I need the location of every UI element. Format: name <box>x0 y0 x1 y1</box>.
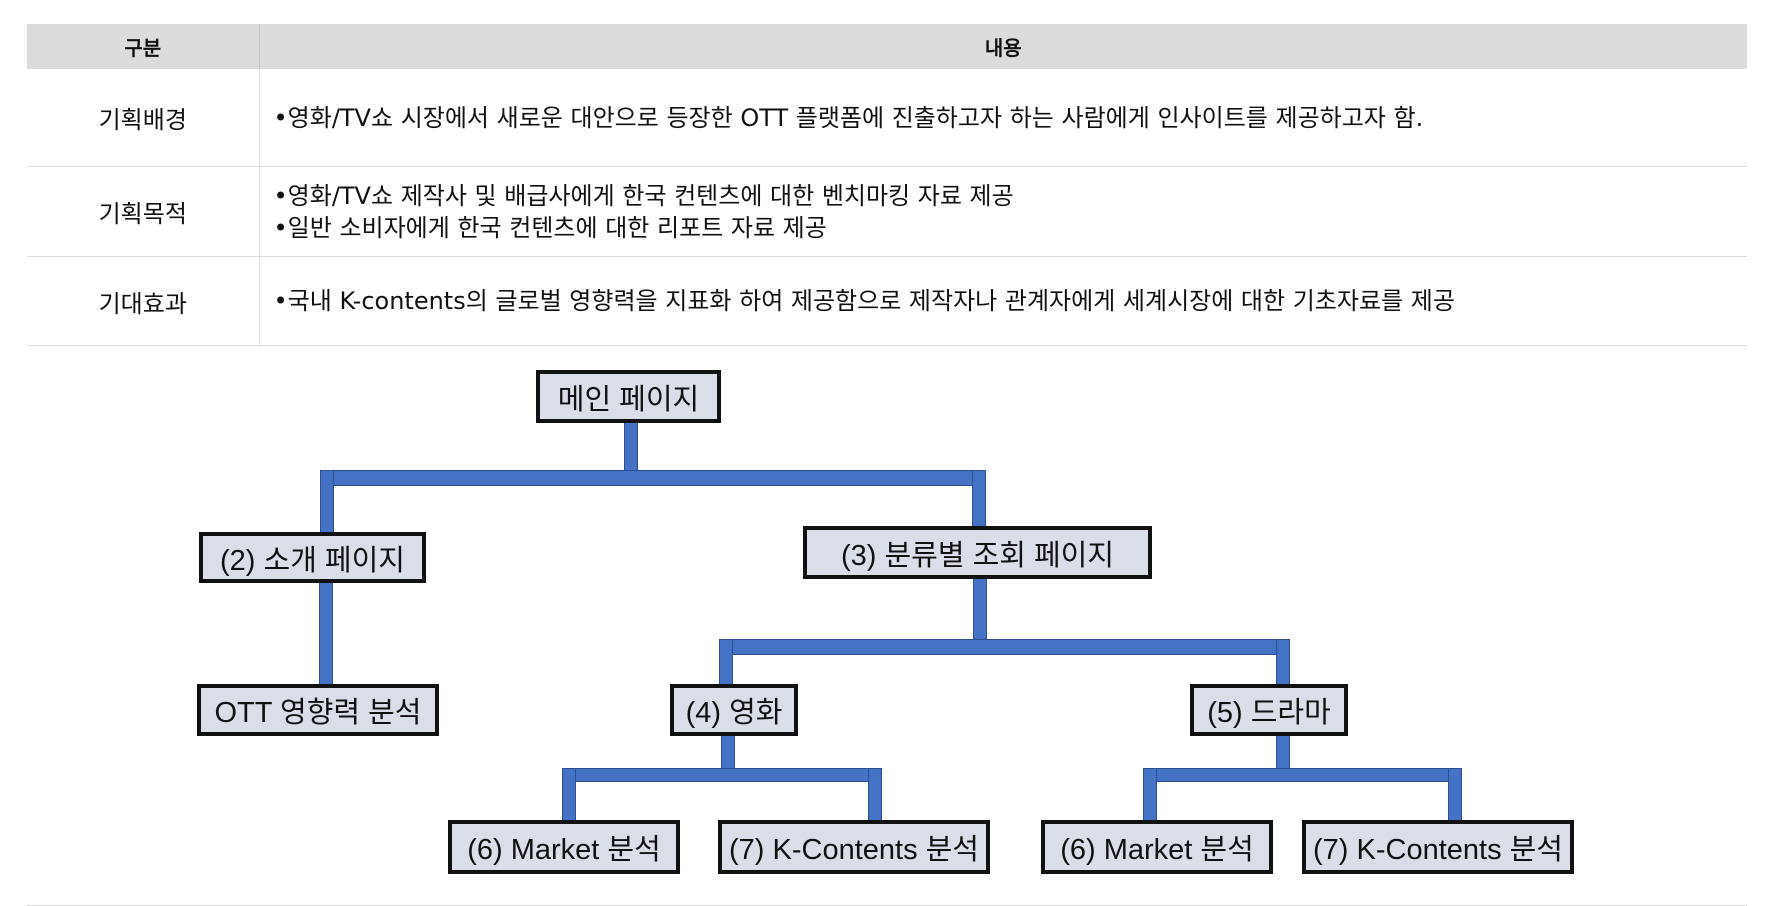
connector <box>562 768 576 824</box>
node-label: (2) 소개 페이지 <box>220 544 405 577</box>
row-category: 기획배경 <box>27 69 260 167</box>
row-category: 기획목적 <box>27 166 260 257</box>
node-label: (6) Market 분석 <box>1060 834 1254 866</box>
node-label: 메인 페이지 <box>557 383 700 416</box>
row-category: 기대효과 <box>27 256 260 346</box>
row-content: •영화/TV쇼 시장에서 새로운 대안으로 등장한 OTT 플랫폼에 진출하고자… <box>259 69 1747 167</box>
connector <box>721 734 735 771</box>
node-ott-analysis: OTT 영향력 분석 <box>197 684 439 736</box>
node-intro-page: (2) 소개 페이지 <box>199 532 426 583</box>
content-line: •영화/TV쇼 제작사 및 배급사에게 한국 컨텐츠에 대한 벤치마킹 자료 제… <box>273 181 1014 210</box>
content-line: •국내 K-contents의 글로벌 영향력을 지표화 하여 제공함으로 제작… <box>273 287 1455 315</box>
connector <box>973 578 987 642</box>
node-drama: (5) 드라마 <box>1190 684 1348 736</box>
planning-table: 구분 내용 기획배경 •영화/TV쇼 시장에서 새로운 대안으로 등장한 OTT… <box>27 24 1747 346</box>
connector <box>624 421 638 473</box>
connector <box>1143 768 1462 782</box>
connector <box>562 768 882 782</box>
node-label: (7) K-Contents 분석 <box>1313 834 1563 866</box>
connector <box>719 639 1290 655</box>
connector <box>1143 768 1157 824</box>
node-label: (3) 분류별 조회 페이지 <box>840 539 1115 572</box>
table-row: 기획목적 •영화/TV쇼 제작사 및 배급사에게 한국 컨텐츠에 대한 벤치마킹… <box>27 166 1747 257</box>
content-line: •일반 소비자에게 한국 컨텐츠에 대한 리포트 자료 제공 <box>273 213 827 242</box>
node-movie: (4) 영화 <box>670 684 798 736</box>
connector <box>320 470 986 486</box>
connector <box>972 470 986 528</box>
connector <box>1448 768 1462 824</box>
node-category-page: (3) 분류별 조회 페이지 <box>803 526 1152 579</box>
node-movie-kcontents: (7) K-Contents 분석 <box>718 820 990 874</box>
connector <box>320 470 334 534</box>
connector <box>1276 639 1290 687</box>
node-drama-kcontents: (7) K-Contents 분석 <box>1302 820 1574 874</box>
node-label: OTT 영향력 분석 <box>214 697 422 729</box>
connector <box>319 581 333 685</box>
node-label: (6) Market 분석 <box>467 834 661 866</box>
row-content: •국내 K-contents의 글로벌 영향력을 지표화 하여 제공함으로 제작… <box>259 256 1747 346</box>
node-main-page: 메인 페이지 <box>536 370 721 423</box>
node-label: (4) 영화 <box>685 697 783 729</box>
content-line: •영화/TV쇼 시장에서 새로운 대안으로 등장한 OTT 플랫폼에 진출하고자… <box>273 103 1424 132</box>
connector <box>1276 734 1290 771</box>
table-row: 기획배경 •영화/TV쇼 시장에서 새로운 대안으로 등장한 OTT 플랫폼에 … <box>27 69 1747 167</box>
node-drama-market: (6) Market 분석 <box>1041 820 1273 874</box>
node-movie-market: (6) Market 분석 <box>448 820 680 874</box>
header-content: 내용 <box>259 24 1747 69</box>
connector <box>868 768 882 824</box>
connector <box>719 639 733 687</box>
table-header-row: 구분 내용 <box>27 24 1747 69</box>
row-content: •영화/TV쇼 제작사 및 배급사에게 한국 컨텐츠에 대한 벤치마킹 자료 제… <box>259 166 1747 257</box>
header-category: 구분 <box>27 24 260 69</box>
table-row: 기대효과 •국내 K-contents의 글로벌 영향력을 지표화 하여 제공함… <box>27 256 1747 346</box>
node-label: (5) 드라마 <box>1207 697 1331 729</box>
node-label: (7) K-Contents 분석 <box>729 834 979 866</box>
